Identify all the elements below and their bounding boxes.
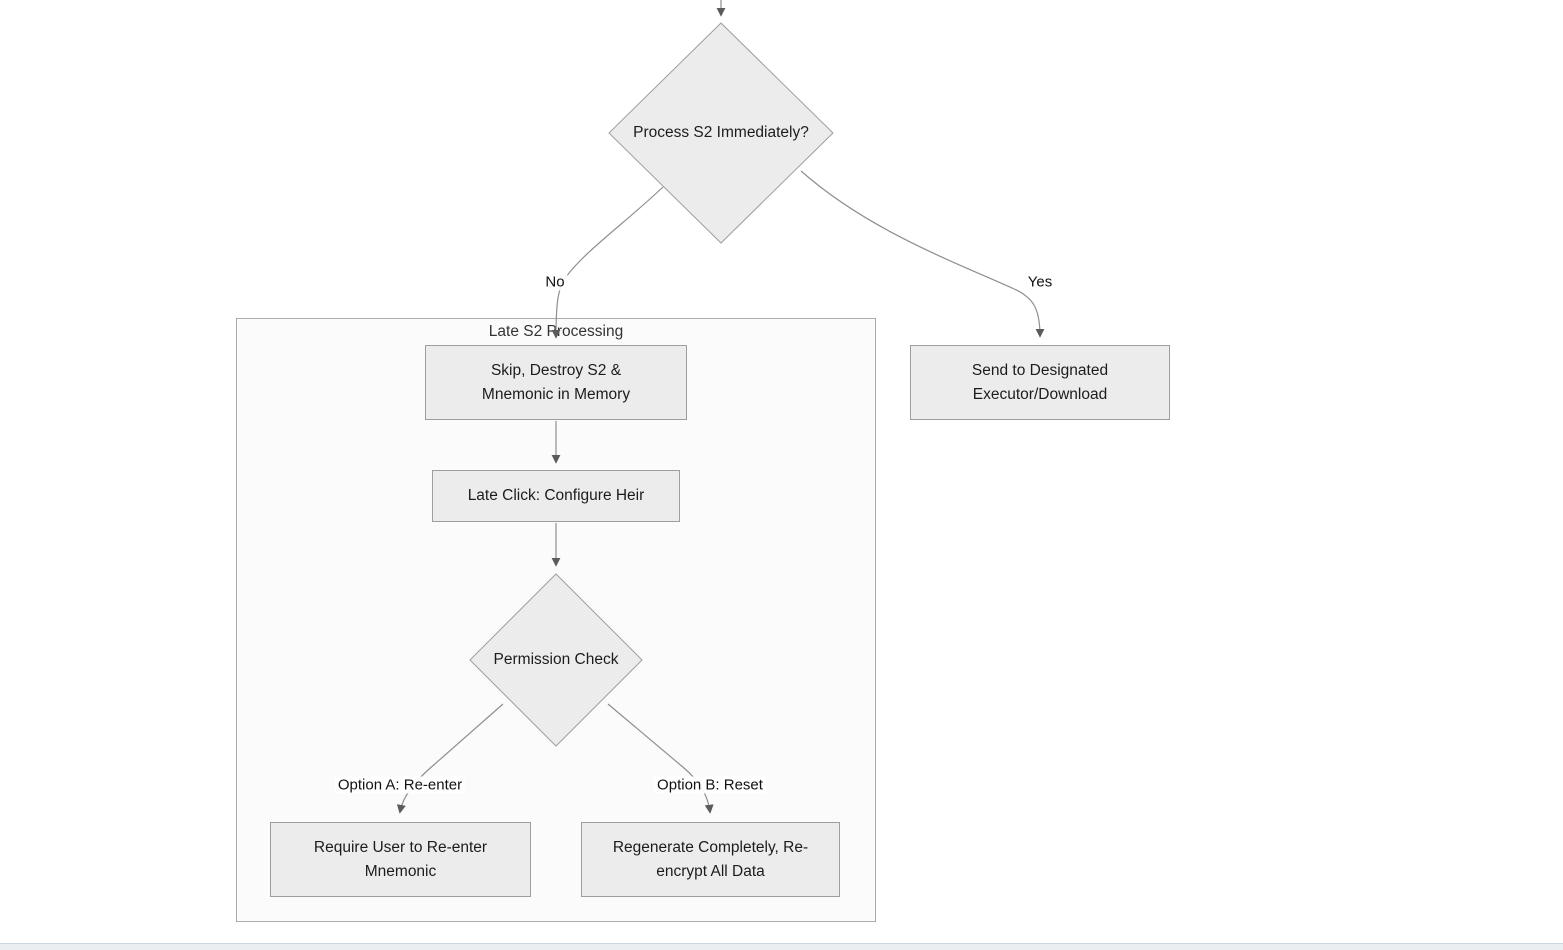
node-skip-destroy: Skip, Destroy S2 & Mnemonic in Memory [425,345,687,420]
bottom-edge-bar [0,943,1563,950]
node-regenerate-line2: encrypt All Data [656,862,765,880]
edge-label-option-b: Option B: Reset [654,776,766,794]
edge-yes [800,170,1045,338]
node-regenerate-line1: Regenerate Completely, Re- [612,838,809,856]
node-require-reenter-line1: Require User to Re-enter [313,838,488,856]
node-send-executor-line1: Send to Designated [971,361,1109,379]
decision-permission-check-label: Permission Check [493,651,619,668]
edge-label-no: No [542,273,568,291]
node-require-reenter: Require User to Re-enter Mnemonic [270,822,531,897]
node-send-executor-line2: Executor/Download [972,385,1108,403]
node-late-click: Late Click: Configure Heir [432,470,680,522]
node-regenerate: Regenerate Completely, Re- encrypt All D… [581,822,840,897]
node-send-executor: Send to Designated Executor/Download [910,345,1170,420]
subgraph-title: Late S2 Processing [488,323,624,340]
node-require-reenter-line2: Mnemonic [364,862,437,880]
edge-no [551,186,664,339]
node-skip-destroy-line1: Skip, Destroy S2 & [490,361,622,379]
node-skip-destroy-line2: Mnemonic in Memory [481,385,631,403]
edge-label-yes: Yes [1024,273,1056,291]
node-late-click-label: Late Click: Configure Heir [467,487,645,504]
edge-label-option-a: Option A: Re-enter [334,776,466,794]
decision-process-s2-label: Process S2 Immediately? [633,124,809,141]
